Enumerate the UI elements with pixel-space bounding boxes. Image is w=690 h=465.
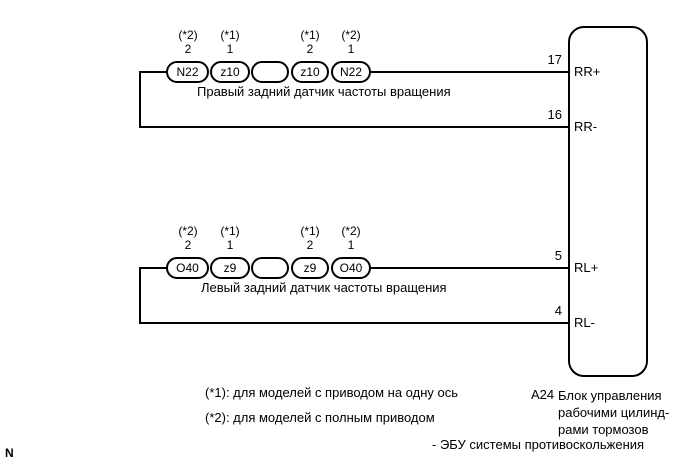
connector-label: N22 bbox=[176, 65, 199, 79]
wire-rr-stub bbox=[139, 71, 167, 73]
connector-note-pin: 1 bbox=[226, 42, 234, 56]
connector-oval-n22-left: N22 bbox=[166, 61, 209, 83]
wire-rl-vertical bbox=[139, 267, 141, 324]
ecu-name-line3: рами тормозов bbox=[558, 422, 649, 437]
connector-label: N22 bbox=[339, 65, 362, 79]
ecu-pin-number-17: 17 bbox=[547, 52, 562, 67]
connector-oval-blank bbox=[251, 61, 289, 83]
ecu-pin-label-rl-minus: RL- bbox=[574, 315, 595, 330]
connector-note-pin: 2 bbox=[306, 42, 314, 56]
connector-note-asterisk: (*2) bbox=[341, 224, 361, 238]
connector-note-asterisk: (*2) bbox=[341, 28, 361, 42]
connector-note: (*1) 2 bbox=[288, 224, 332, 252]
connector-note-pin: 2 bbox=[184, 42, 192, 56]
ecu-name-line2: рабочими цилинд- bbox=[558, 405, 670, 420]
right-rear-sensor-label: Правый задний датчик частоты вращения bbox=[197, 84, 451, 99]
connector-oval-z10-left: z10 bbox=[210, 61, 250, 83]
connector-note-asterisk: (*1) bbox=[220, 224, 240, 238]
connector-label: z9 bbox=[303, 261, 317, 275]
connector-note: (*1) 1 bbox=[208, 224, 252, 252]
ecu-block-outline bbox=[568, 26, 648, 377]
connector-note-pin: 1 bbox=[347, 238, 355, 252]
footnote-1: (*1): для моделей с приводом на одну ось bbox=[205, 385, 459, 400]
connector-note-pin: 2 bbox=[184, 238, 192, 252]
connector-note-asterisk: (*1) bbox=[300, 224, 320, 238]
connector-oval-o40-right: O40 bbox=[331, 257, 371, 279]
connector-oval-z9-left: z9 bbox=[210, 257, 250, 279]
connector-label: z9 bbox=[223, 261, 237, 275]
connector-oval-o40-left: O40 bbox=[166, 257, 209, 279]
ecu-description: - ЭБУ системы противоскольжения bbox=[432, 437, 645, 452]
connector-note-asterisk: (*2) bbox=[178, 224, 198, 238]
corner-marker: N bbox=[5, 446, 14, 460]
connector-note: (*2) 1 bbox=[329, 224, 373, 252]
connector-note: (*2) 1 bbox=[329, 28, 373, 56]
connector-note-pin: 2 bbox=[306, 238, 314, 252]
connector-label: O40 bbox=[339, 261, 363, 275]
footnote-2: (*2): для моделей с полным приводом bbox=[205, 410, 435, 425]
ecu-pin-number-5: 5 bbox=[554, 248, 562, 263]
connector-label: z10 bbox=[220, 65, 240, 79]
connector-label: z10 bbox=[300, 65, 320, 79]
connector-oval-blank bbox=[251, 257, 289, 279]
wire-rl-stub bbox=[139, 267, 167, 269]
connector-oval-z10-right: z10 bbox=[291, 61, 329, 83]
ecu-name: Блок управления рабочими цилинд- рами то… bbox=[558, 387, 669, 438]
wire-rr-plus bbox=[371, 71, 568, 73]
wire-rr-minus bbox=[139, 126, 568, 128]
connector-note-pin: 1 bbox=[226, 238, 234, 252]
connector-note: (*1) 2 bbox=[288, 28, 332, 56]
ecu-pin-number-4: 4 bbox=[554, 303, 562, 318]
wire-rr-vertical bbox=[139, 71, 141, 128]
connector-note-asterisk: (*1) bbox=[220, 28, 240, 42]
connector-label: O40 bbox=[176, 261, 199, 275]
connector-note-asterisk: (*1) bbox=[300, 28, 320, 42]
connector-note-asterisk: (*2) bbox=[178, 28, 198, 42]
left-rear-sensor-label: Левый задний датчик частоты вращения bbox=[201, 280, 447, 295]
ecu-pin-label-rr-plus: RR+ bbox=[574, 64, 601, 79]
wire-rl-minus bbox=[139, 322, 568, 324]
wire-rl-plus bbox=[371, 267, 568, 269]
ecu-code: A24 bbox=[531, 387, 555, 402]
connector-oval-z9-right: z9 bbox=[291, 257, 329, 279]
connector-note-pin: 1 bbox=[347, 42, 355, 56]
connector-note: (*2) 2 bbox=[166, 224, 210, 252]
connector-note: (*2) 2 bbox=[166, 28, 210, 56]
ecu-pin-label-rl-plus: RL+ bbox=[574, 260, 599, 275]
connector-oval-n22-right: N22 bbox=[331, 61, 371, 83]
connector-note: (*1) 1 bbox=[208, 28, 252, 56]
ecu-name-line1: Блок управления bbox=[558, 388, 662, 403]
ecu-pin-number-16: 16 bbox=[547, 107, 562, 122]
ecu-pin-label-rr-minus: RR- bbox=[574, 119, 598, 134]
